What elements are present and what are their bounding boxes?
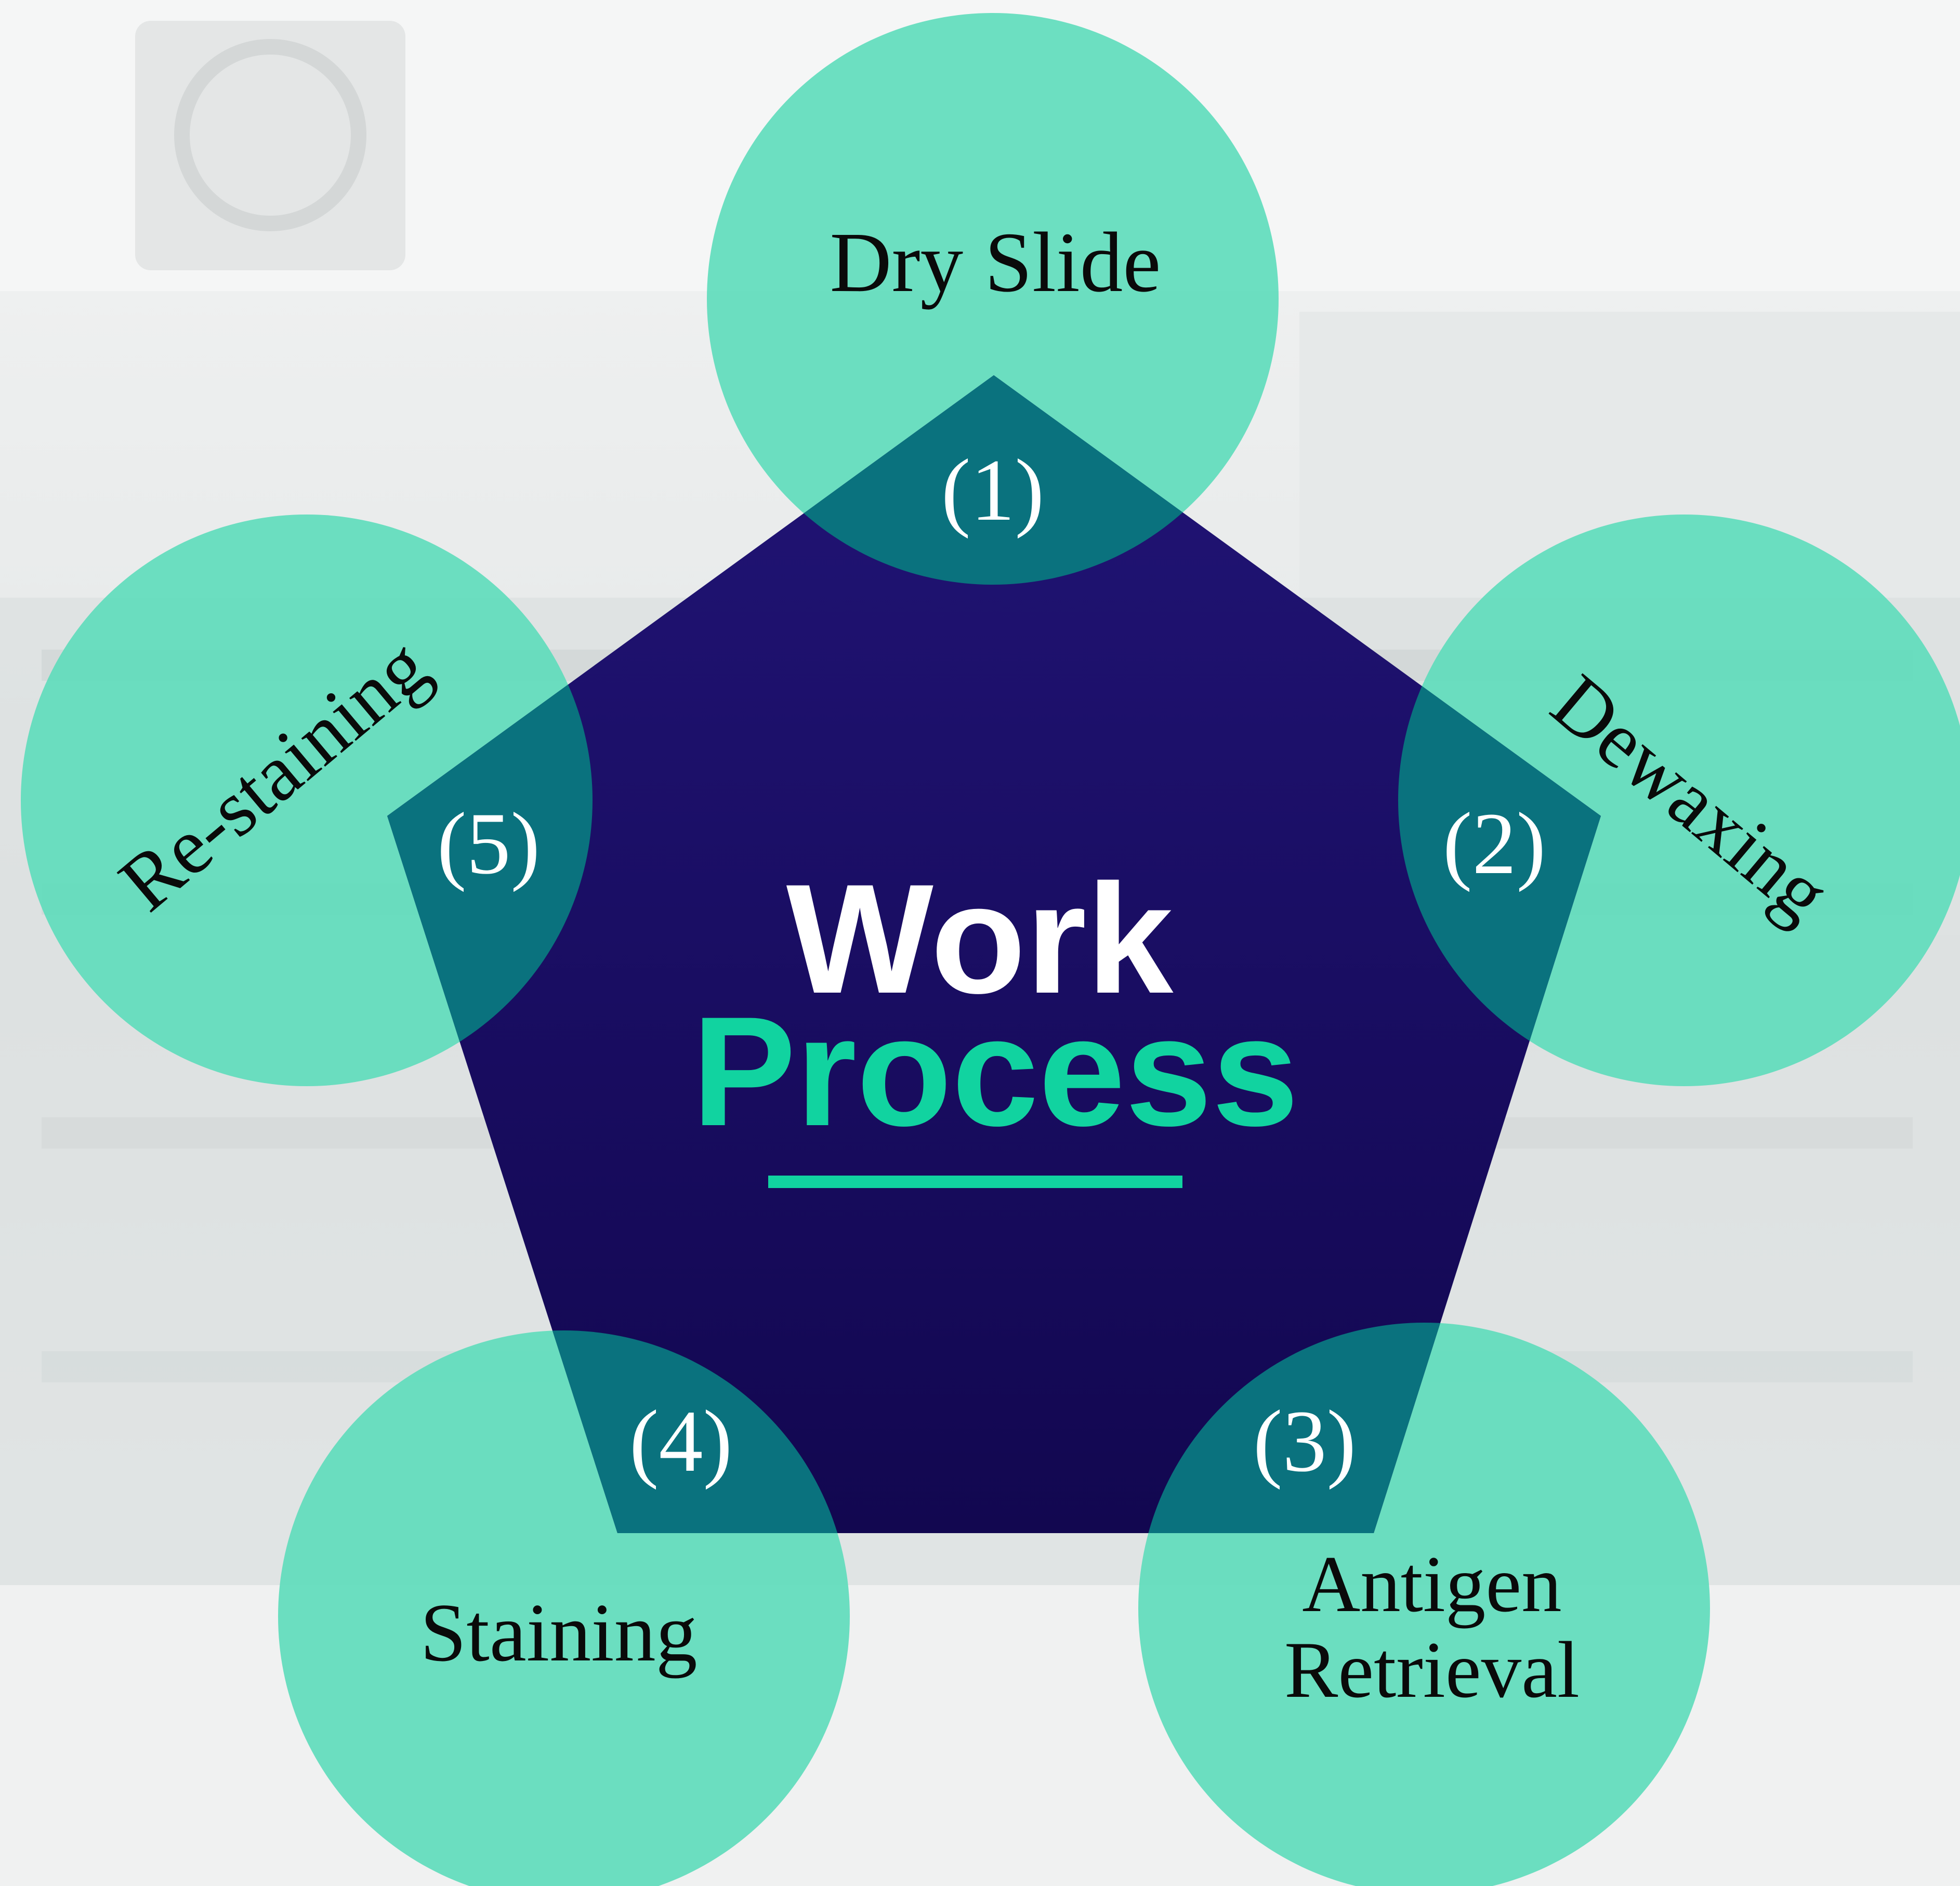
step-number-4: (4) [629, 1392, 732, 1490]
title-process: Process [692, 984, 1298, 1158]
step-number-5: (5) [437, 795, 540, 892]
center-pentagon [387, 375, 1601, 1533]
step-number-2: (2) [1443, 795, 1546, 892]
step-label-1-line-1: Dry Slide [830, 215, 1161, 310]
step-circles [21, 13, 1960, 1886]
title-work: Work [786, 851, 1174, 1026]
title-underline [768, 1176, 1182, 1188]
step-label-4: Staining [420, 1586, 697, 1679]
step-number-3: (3) [1253, 1392, 1356, 1490]
step-label-4-line-1: Staining [420, 1586, 697, 1679]
step-label-3-line-1: Antigen [1302, 1539, 1561, 1629]
step-number-1: (1) [941, 441, 1044, 539]
step-circle-1 [707, 13, 1279, 585]
step-label-1: Dry Slide [830, 215, 1161, 310]
step-label-3-line-2: Retrieval [1284, 1625, 1580, 1714]
